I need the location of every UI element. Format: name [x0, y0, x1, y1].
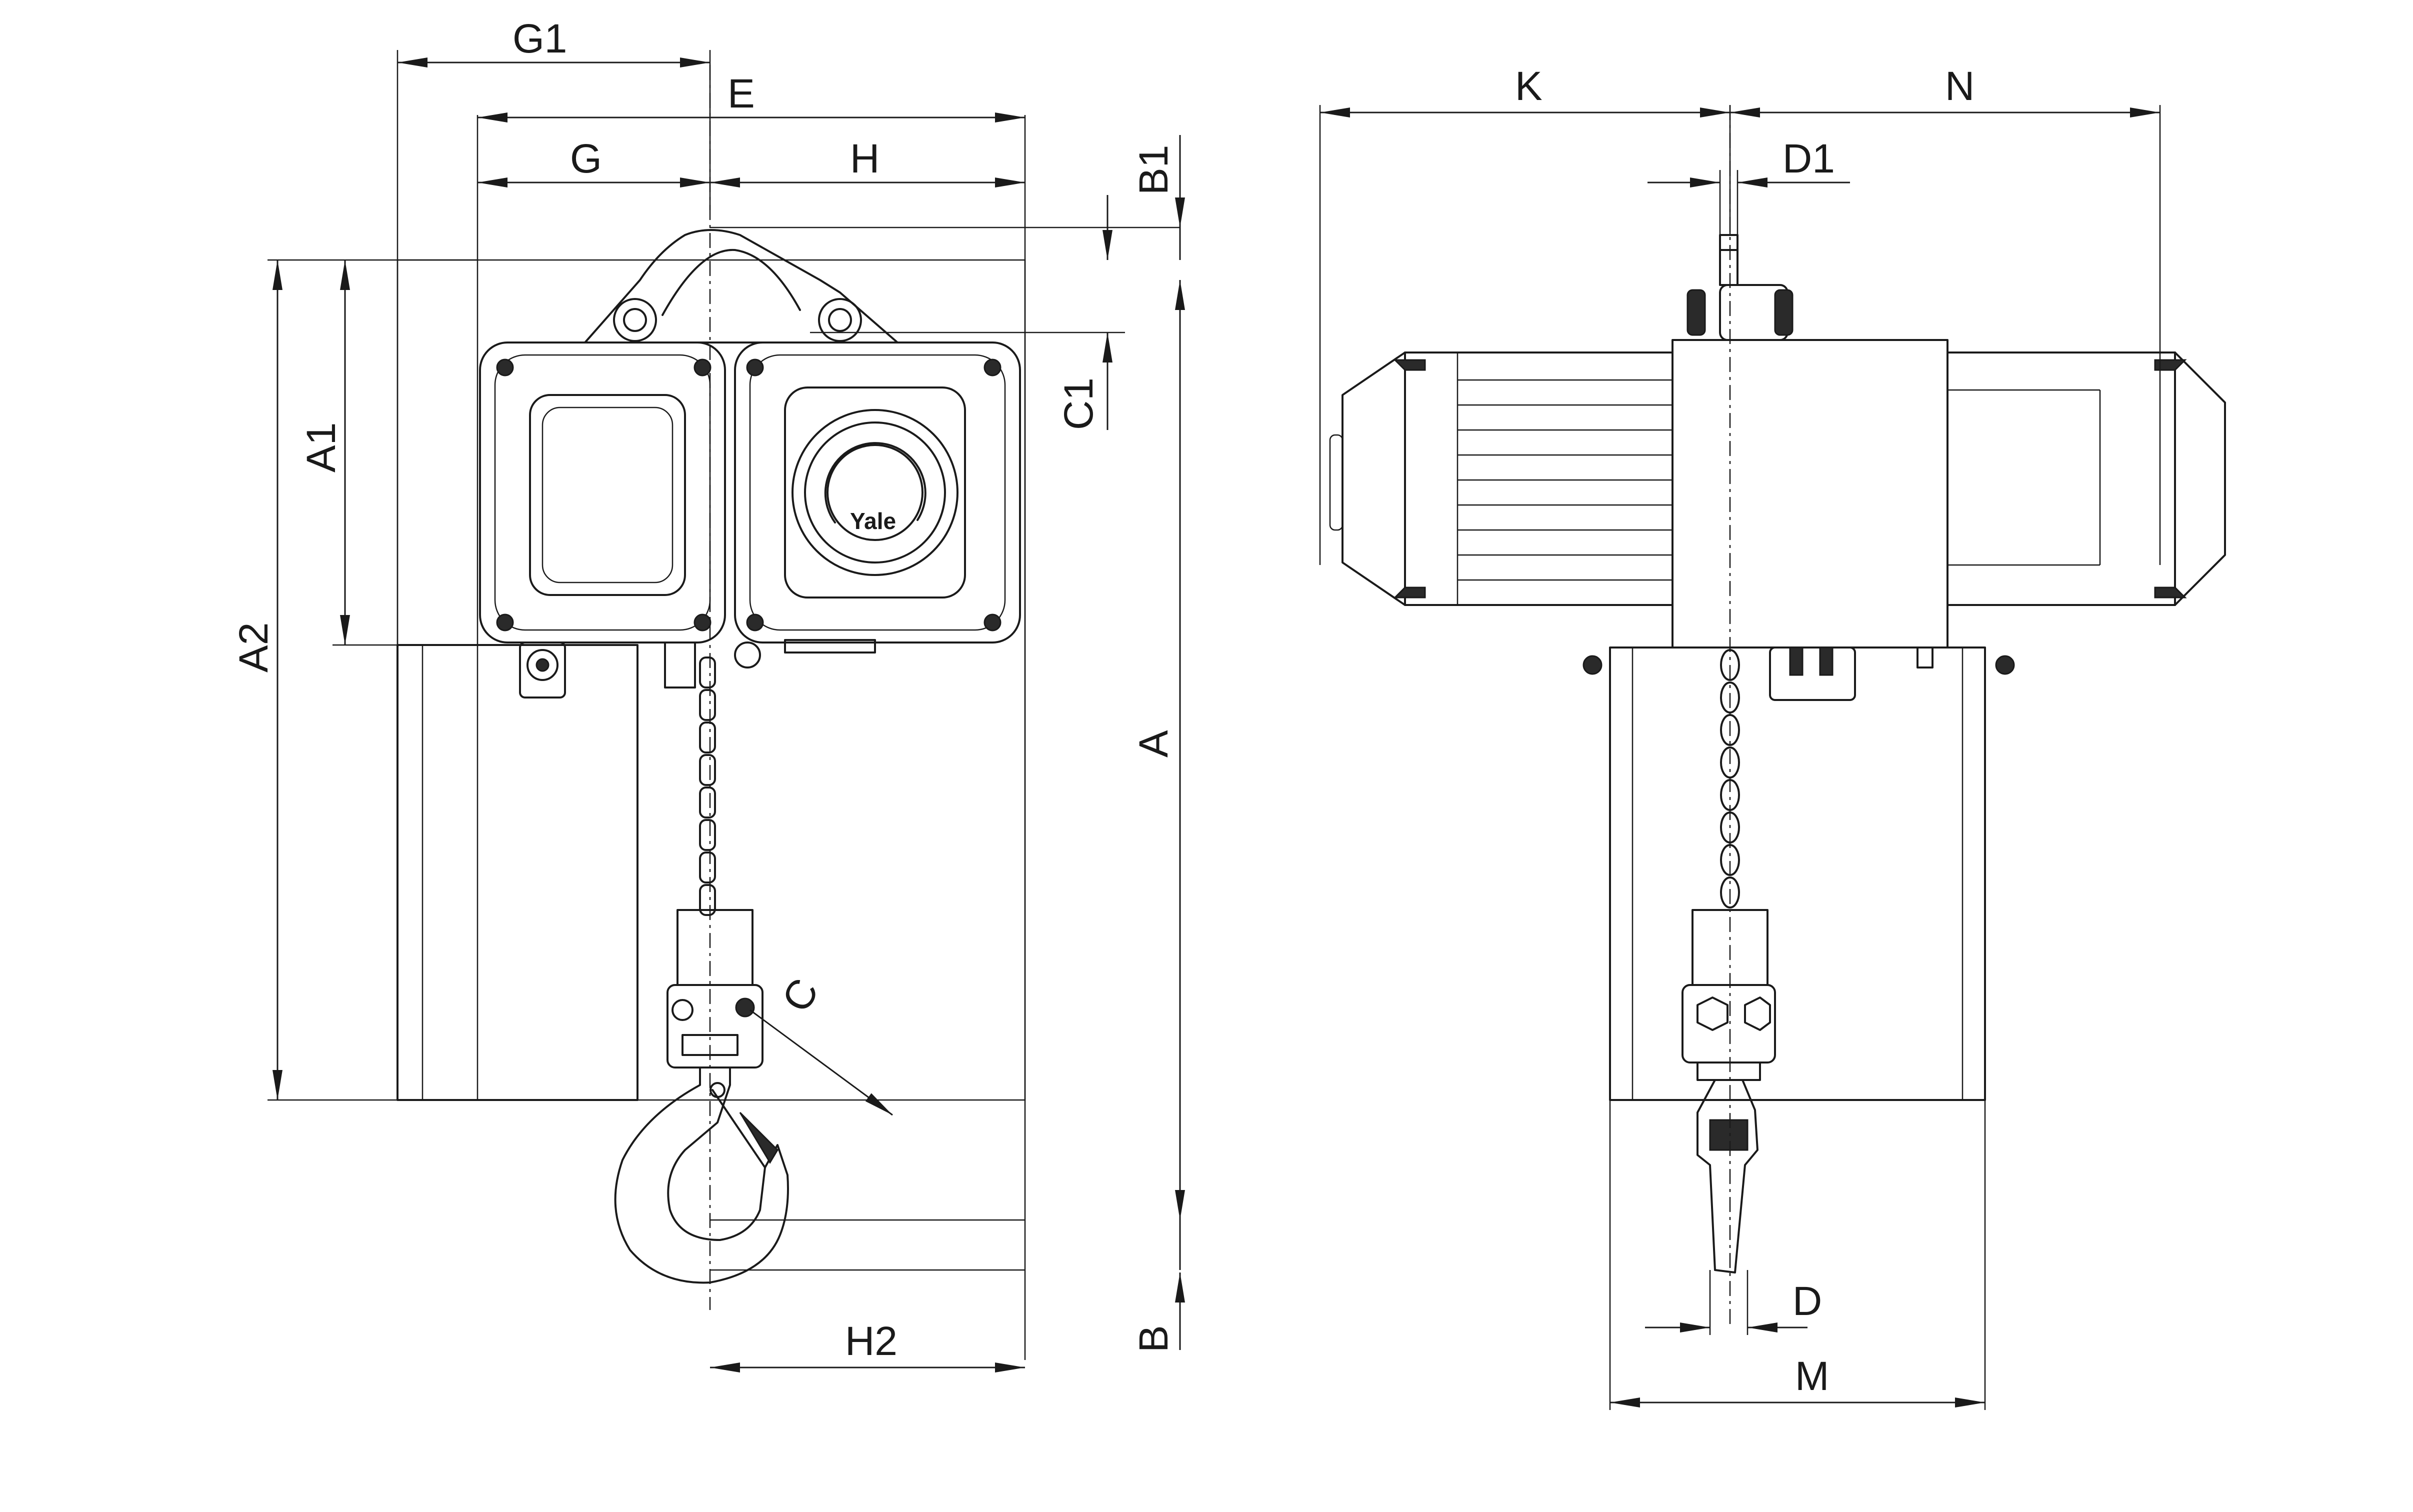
dim-label-A: A	[1131, 730, 1176, 758]
dim-label-K: K	[1515, 64, 1542, 109]
dim-label-D1: D1	[1782, 136, 1835, 182]
dim-label-B: B	[1131, 1325, 1176, 1352]
front-view: Yale	[231, 16, 1185, 1372]
front-chain	[699, 656, 716, 916]
dim-label-M: M	[1795, 1354, 1829, 1399]
dim-label-H: H	[850, 136, 880, 182]
housing-right: Yale	[734, 342, 1021, 644]
dim-label-G1: G1	[512, 16, 567, 62]
dim-label-E: E	[728, 71, 755, 116]
gear-case	[1672, 339, 1948, 648]
dim-label-G: G	[570, 136, 602, 182]
dim-label-C: C	[774, 971, 828, 1020]
dim-label-N: N	[1945, 64, 1974, 109]
suspension-eye	[584, 229, 898, 344]
side-view: K N D1 D M	[1319, 64, 2226, 1410]
dim-label-B1: B1	[1131, 145, 1176, 195]
dim-label-A2: A2	[231, 622, 276, 672]
chain-bucket	[396, 644, 638, 1101]
dim-label-D: D	[1792, 1278, 1822, 1324]
dim-label-A1: A1	[298, 422, 344, 472]
side-chain-bucket	[1609, 646, 1986, 1101]
dim-label-C1: C1	[1056, 378, 1102, 430]
brand-logo: Yale	[850, 508, 896, 534]
bottom-block	[666, 909, 764, 1068]
dim-label-H2: H2	[845, 1318, 898, 1364]
load-hook	[614, 1066, 789, 1284]
housing-left	[479, 342, 726, 644]
